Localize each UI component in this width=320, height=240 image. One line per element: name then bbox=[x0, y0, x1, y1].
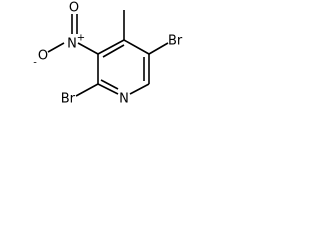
nitro-oxygen-left-label: O bbox=[38, 49, 48, 64]
ring-nitrogen-label: N bbox=[119, 92, 129, 107]
nitro-positive-charge: + bbox=[77, 33, 85, 44]
chemical-structure: Br Br N + O O - N bbox=[33, 1, 183, 107]
ring-bond-c4-c5 bbox=[123, 39, 150, 55]
ring-bond-c6-n1 bbox=[129, 83, 150, 95]
ring-bond-n1-c2 bbox=[97, 83, 119, 95]
nitro-nitrogen-label: N bbox=[67, 37, 77, 52]
nitro-oxygen-left-bond bbox=[47, 42, 65, 53]
bromine-bottom-bond bbox=[75, 83, 99, 97]
nitro-bond bbox=[77, 42, 99, 55]
ring-bond-c3-c4-inner bbox=[102, 44, 125, 58]
ring-bond-n1-c2-inner bbox=[100, 79, 119, 90]
bromine-top-label: Br bbox=[168, 34, 183, 49]
nitro-oxygen-top-label: O bbox=[69, 1, 79, 16]
nitro-negative-charge: - bbox=[33, 58, 37, 69]
bromine-top-bond bbox=[148, 42, 169, 55]
bromine-bottom-label: Br bbox=[61, 92, 76, 107]
ring-bond-c3-c4 bbox=[97, 39, 125, 55]
